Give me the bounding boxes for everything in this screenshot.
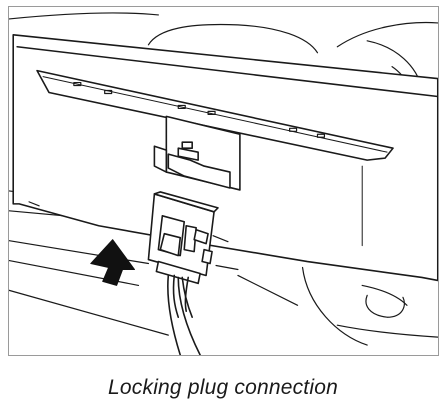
locking-plug-illustration [9, 12, 438, 355]
figure-caption: Locking plug connection [108, 376, 338, 399]
insert-direction-arrow-icon [90, 239, 136, 286]
socket-receptacle-icon [153, 115, 241, 191]
wire-harness [167, 274, 201, 355]
vent-slots [73, 81, 326, 138]
illustration-frame [8, 6, 439, 356]
locking-plug-icon [147, 191, 239, 285]
